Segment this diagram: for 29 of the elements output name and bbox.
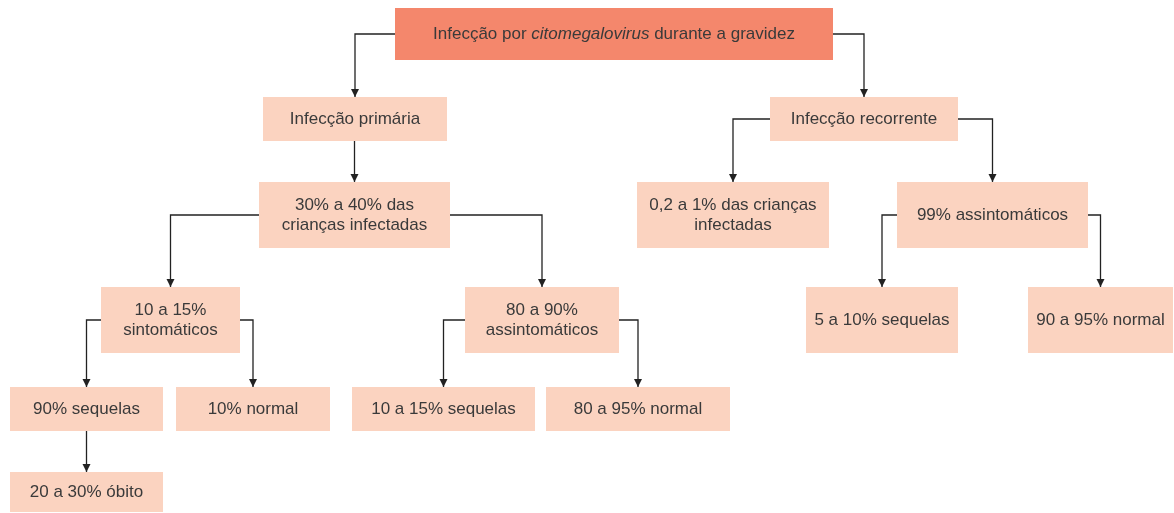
process-box: 90 a 95% normal [1028, 287, 1173, 353]
process-box: 10 a 15% sintomáticos [101, 287, 240, 353]
arrow [878, 214, 898, 288]
arrow [618, 319, 642, 388]
arrow [957, 118, 997, 183]
process-box: 80 a 90% assintomáticos [465, 287, 619, 353]
process-box: Infecção recorrente [770, 97, 958, 141]
arrow [1087, 214, 1105, 288]
process-box: 5 a 10% sequelas [806, 287, 958, 353]
process-box: 10 a 15% sequelas [352, 387, 535, 431]
arrow [449, 214, 546, 288]
process-box: 99% assintomáticos [897, 182, 1088, 248]
arrow [82, 319, 102, 388]
process-box: 20 a 30% óbito [10, 472, 163, 512]
title-box: Infecção por citomegalovirus durante a gravidez [395, 8, 833, 60]
arrow [166, 214, 260, 288]
process-box: 10% normal [176, 387, 330, 431]
arrow [82, 430, 91, 473]
arrow [351, 33, 396, 98]
arrow [350, 140, 359, 183]
process-box: 90% sequelas [10, 387, 163, 431]
arrow [439, 319, 466, 388]
process-box: 30% a 40% das crianças infectadas [259, 182, 450, 248]
process-box: 80 a 95% normal [546, 387, 730, 431]
process-box: 0,2 a 1% das crianças infectadas [637, 182, 829, 248]
arrow [239, 319, 257, 388]
arrow [832, 33, 868, 98]
arrow [729, 118, 771, 183]
process-box: Infecção primária [263, 97, 447, 141]
